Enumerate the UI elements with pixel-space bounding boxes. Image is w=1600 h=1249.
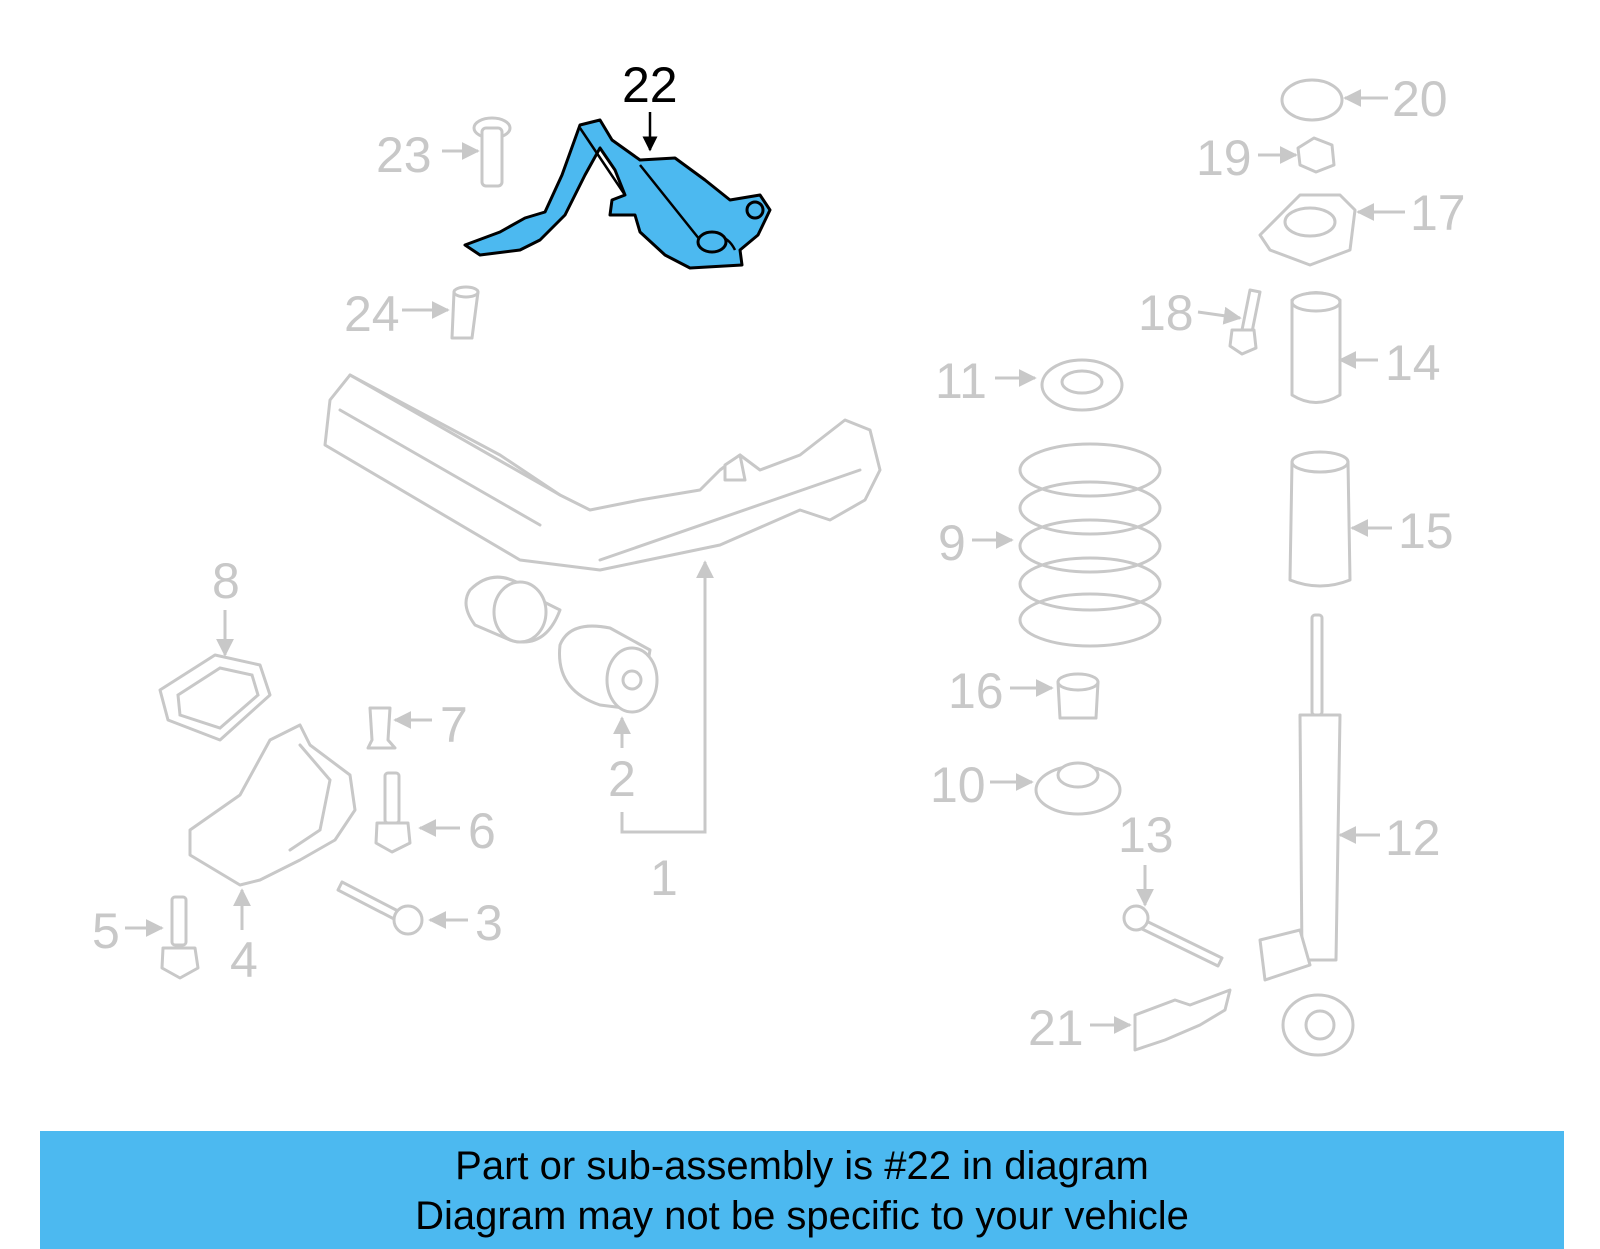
mount-part-17 [1258,193,1357,267]
callout-3: 3 [475,895,503,951]
callout-2: 2 [608,751,636,807]
bushing-part [558,624,659,714]
bolt-18-part [1228,288,1262,356]
callout-24: 24 [344,286,400,342]
bump-stop-part-14 [1290,291,1342,404]
info-banner: Part or sub-assembly is #22 in diagram D… [40,1131,1564,1249]
spring-pad-part-11 [1040,358,1124,412]
shock-absorber-part-12 [1258,613,1355,1057]
banner-line-1: Part or sub-assembly is #22 in diagram [455,1144,1149,1188]
leader-lines [125,89,1405,1034]
sleeve-part-24 [450,285,480,340]
callout-9: 9 [938,515,966,571]
dust-boot-part-15 [1288,450,1352,588]
callout-13: 13 [1118,807,1174,863]
callout-11: 11 [935,353,987,409]
coil-spring-part-9 [1018,442,1162,648]
callout-12: 12 [1385,810,1441,866]
nut-part-19 [1296,136,1336,174]
bolt-3-part [336,880,424,936]
axle-beam-part [323,373,882,644]
callout-17: 17 [1410,185,1466,241]
callout-20: 20 [1392,71,1448,127]
cap-part-20 [1280,78,1344,122]
callout-16: 16 [948,663,1004,719]
callout-21: 21 [1028,1000,1084,1056]
callout-8: 8 [212,553,240,609]
highlighted-part-22[interactable] [463,118,772,270]
banner-line-2: Diagram may not be specific to your vehi… [415,1194,1189,1238]
spring-seat-part-10 [1034,761,1122,816]
callout-5: 5 [92,903,120,959]
callout-6: 6 [468,803,496,859]
callout-7: 7 [440,697,468,753]
callout-23: 23 [376,127,432,183]
callout-18: 18 [1138,285,1194,341]
bolt-5-part [160,895,200,980]
shield-part-4 [188,723,357,887]
callout-4: 4 [230,932,258,988]
bracket-part-21 [1133,988,1232,1052]
callout-1: 1 [650,850,678,906]
bolt-6-part [374,771,412,854]
callout-14: 14 [1385,335,1441,391]
bolt-13-part [1122,904,1224,968]
callout-19: 19 [1196,130,1252,186]
pad-part-8 [158,653,272,742]
bolt-23-part [472,116,512,188]
callout-15: 15 [1398,503,1454,559]
callout-22: 22 [622,57,678,113]
callout-10: 10 [930,757,986,813]
stop-part-16 [1056,672,1100,720]
sleeve-part-7 [366,706,397,750]
